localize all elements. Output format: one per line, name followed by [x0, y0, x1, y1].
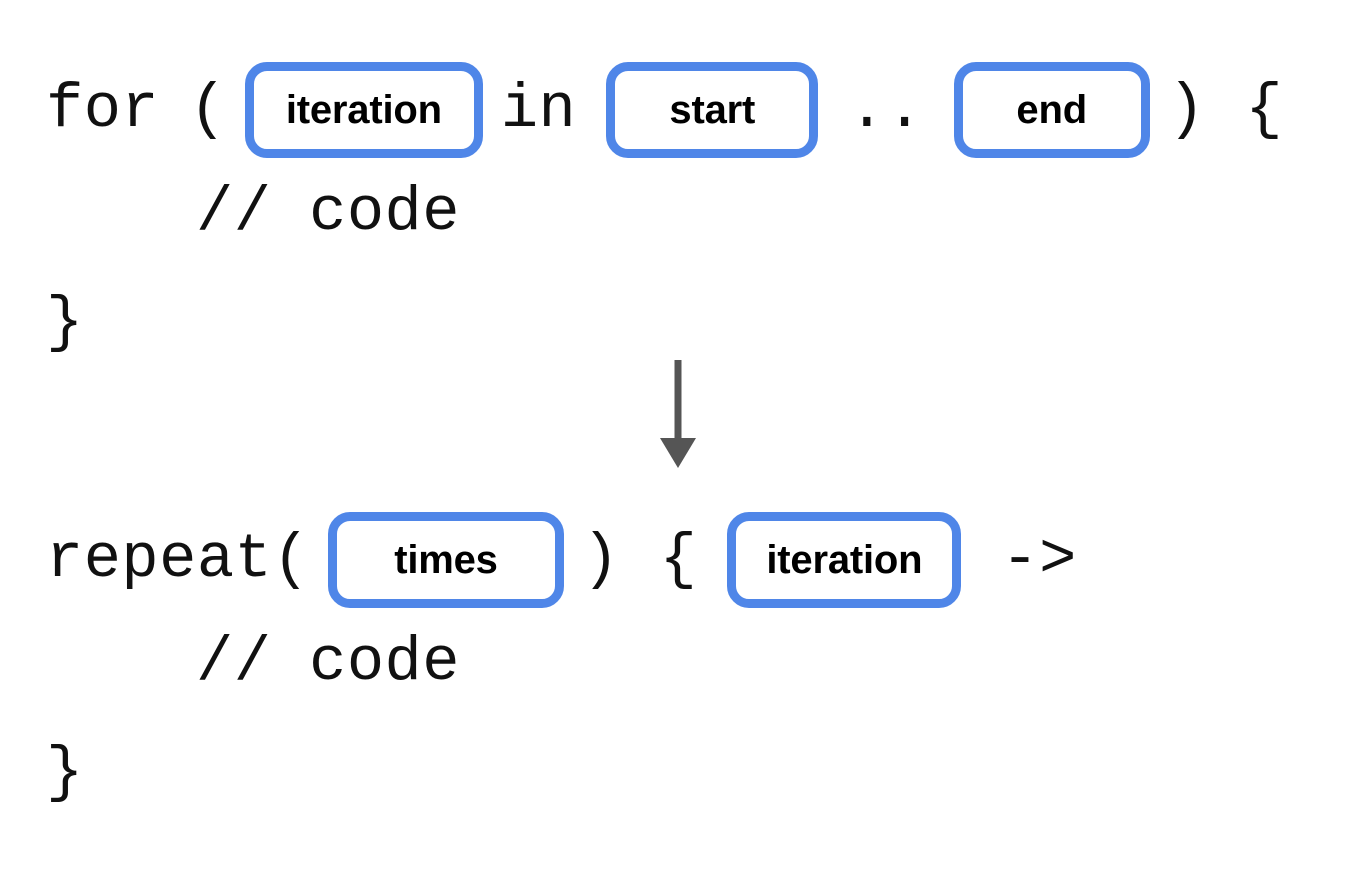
- slot-iteration-variable[interactable]: iteration: [244, 62, 483, 158]
- for-loop-body-comment: // code: [196, 182, 460, 244]
- slot-iteration-variable[interactable]: iteration: [727, 512, 962, 608]
- for-loop-signature-line: for ( iteration in start .. end ) {: [46, 62, 1283, 158]
- keyword-in: in: [500, 74, 577, 145]
- arrow-down-icon: [648, 358, 708, 470]
- slot-range-end[interactable]: end: [953, 62, 1150, 158]
- paren-close: ): [581, 524, 620, 595]
- slot-range-start[interactable]: start: [606, 62, 819, 158]
- keyword-repeat: repeat(: [46, 524, 310, 595]
- repeat-body-comment: // code: [196, 632, 460, 694]
- keyword-for: for: [46, 74, 160, 145]
- brace-open: {: [659, 524, 698, 595]
- brace-close: }: [46, 737, 84, 808]
- code-comment: // code: [196, 177, 460, 248]
- paren-close: ): [1167, 74, 1206, 145]
- slot-times[interactable]: times: [327, 512, 564, 608]
- lambda-arrow: ->: [1001, 524, 1077, 595]
- repeat-signature-line: repeat( times ) { iteration ->: [46, 512, 1077, 608]
- brace-open: {: [1245, 74, 1284, 145]
- brace-close: }: [46, 287, 84, 358]
- range-operator: ..: [848, 74, 924, 145]
- for-loop-closing-brace-line: }: [46, 292, 84, 354]
- code-comment: // code: [196, 627, 460, 698]
- repeat-closing-brace-line: }: [46, 742, 84, 804]
- paren-open: (: [189, 74, 227, 145]
